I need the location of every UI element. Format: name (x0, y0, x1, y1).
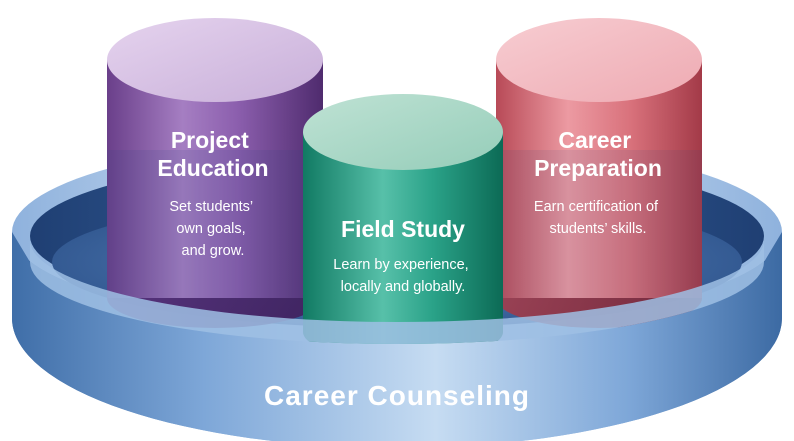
project-description: Set students’ own goals, and grow. (169, 199, 256, 259)
field-pillar-top (303, 94, 503, 170)
ring-front-lip (30, 240, 764, 344)
pillar-career-preparation (496, 18, 702, 328)
career-description: Earn certification of students’ skills. (534, 199, 662, 237)
pillar-project-education (107, 18, 323, 328)
career-pillar-tint (496, 150, 702, 298)
project-title: Project Education (157, 127, 268, 181)
field-description: Learn by experience, locally and globall… (333, 257, 472, 295)
career-pillar-top (496, 18, 702, 102)
field-pillar-body (303, 132, 503, 360)
project-pillar-top (107, 18, 323, 102)
base-label: Career Counseling (264, 380, 530, 411)
project-pillar-tint (107, 150, 323, 298)
career-title: Career Preparation (534, 127, 662, 181)
field-title: Field Study (341, 216, 465, 242)
ring-front-wall (12, 232, 782, 441)
pillar-field-study (303, 94, 503, 360)
